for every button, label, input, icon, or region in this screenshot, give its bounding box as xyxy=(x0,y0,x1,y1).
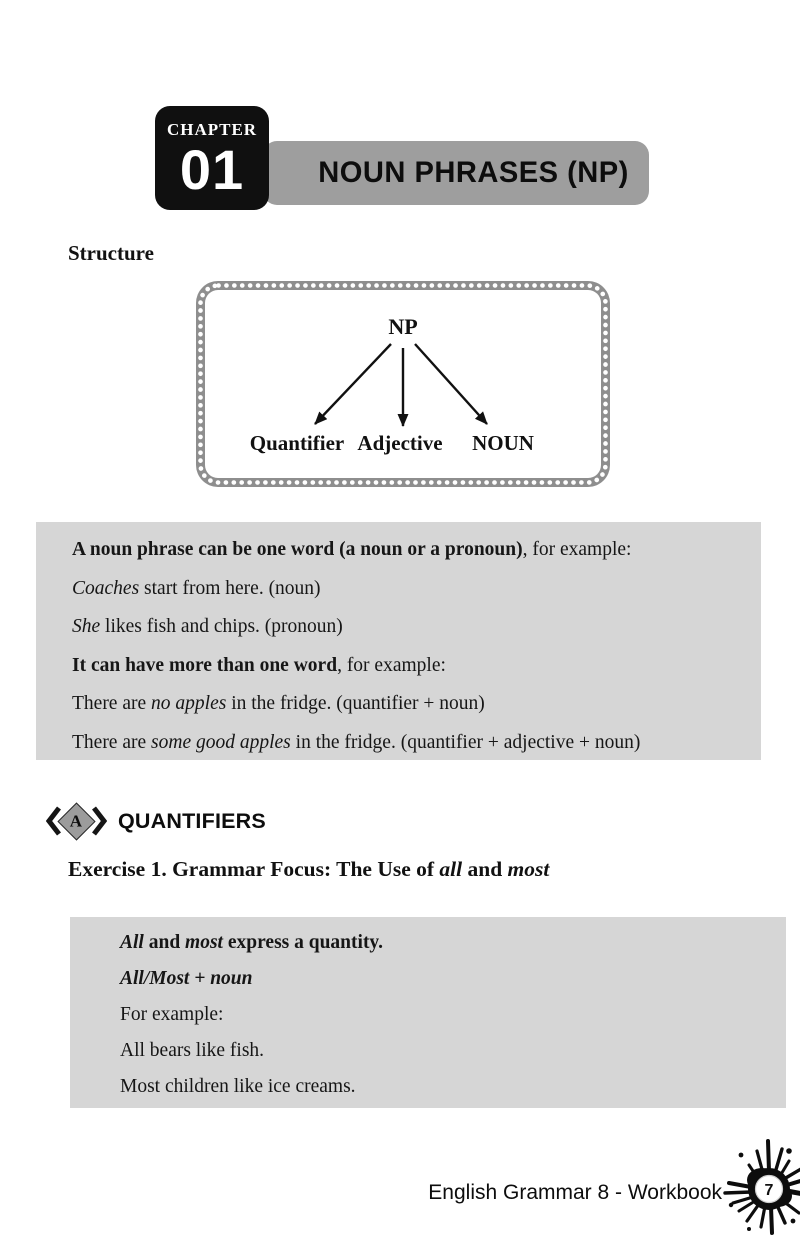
info-line: A noun phrase can be one word (a noun or… xyxy=(72,539,632,560)
quantity-rule-panel: All and most express a quantity. All/Mos… xyxy=(70,917,786,1108)
footer-text: English Grammar 8 - Workbook xyxy=(428,1181,722,1204)
right-angle-icon xyxy=(92,806,107,836)
structure-heading: Structure xyxy=(68,241,154,265)
chapter-title-banner: NOUN PHRASES (NP) xyxy=(263,141,649,205)
chapter-number: 01 xyxy=(179,138,245,201)
exercise-heading: Exercise 1. Grammar Focus: The Use of al… xyxy=(68,857,550,881)
np-child-noun: NOUN xyxy=(472,431,534,455)
info-line: There are some good apples in the fridge… xyxy=(72,731,641,753)
ink-splash-icon: 7 xyxy=(723,1139,800,1235)
rule-line: All/Most + noun xyxy=(120,968,253,989)
left-angle-icon xyxy=(46,806,61,836)
info-line: She likes fish and chips. (pronoun) xyxy=(72,616,343,637)
page-number: 7 xyxy=(765,1182,774,1199)
chapter-box: CHAPTER 01 xyxy=(155,106,269,210)
rule-line: All bears like fish. xyxy=(120,1040,265,1061)
np-diagram: NP Quantifier Adjective NOUN xyxy=(205,290,601,478)
np-arrows-graphic xyxy=(314,343,488,427)
np-child-adjective: Adjective xyxy=(357,431,443,455)
section-letter-diamond: A xyxy=(57,801,96,841)
chapter-label: CHAPTER xyxy=(166,120,258,139)
np-arrow-left xyxy=(314,343,392,425)
section-title: QUANTIFIERS xyxy=(118,808,266,833)
rule-line: All and most express a quantity. xyxy=(120,932,383,953)
np-arrow-right xyxy=(414,343,488,425)
np-diagram-frame: NP Quantifier Adjective NOUN xyxy=(196,281,610,487)
info-line: There are no apples in the fridge. (quan… xyxy=(72,693,485,714)
rule-line: Most children like ice creams. xyxy=(120,1076,356,1097)
rule-line: For example: xyxy=(120,1004,224,1025)
section-marker: A QUANTIFIERS xyxy=(46,800,266,842)
info-line: Coaches start from here. (noun) xyxy=(72,577,321,599)
section-letter: A xyxy=(70,811,83,830)
page-number-circle xyxy=(754,1174,784,1204)
chapter-title: NOUN PHRASES (NP) xyxy=(318,156,629,189)
info-line: It can have more than one word, for exam… xyxy=(72,654,446,676)
np-root-label: NP xyxy=(388,314,418,339)
np-child-quantifier: Quantifier xyxy=(249,431,345,455)
noun-phrase-info-panel: A noun phrase can be one word (a noun or… xyxy=(36,522,761,760)
